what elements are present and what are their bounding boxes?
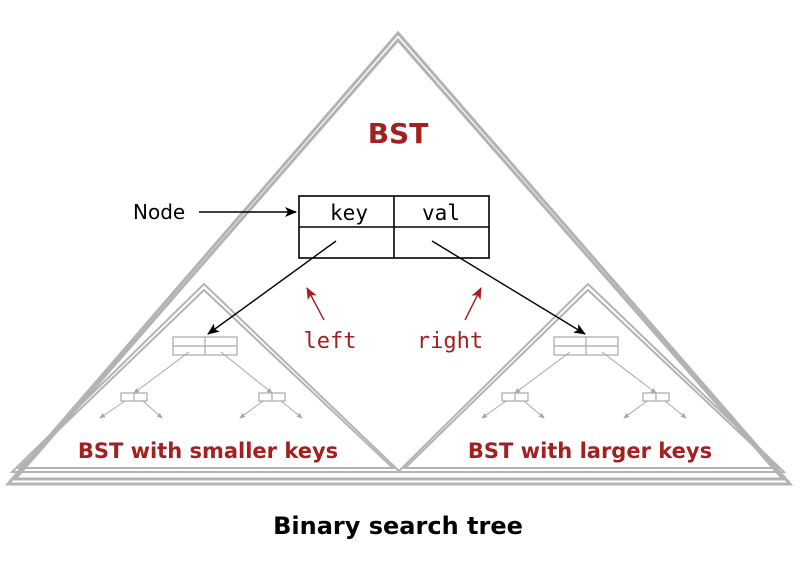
left-subtree-triangle: [9, 282, 403, 473]
left-subtree-label: BST with smaller keys: [78, 439, 338, 463]
left-mini-tree: [99, 336, 303, 419]
right-mini-tree: [481, 336, 687, 419]
node-label: Node: [133, 200, 185, 224]
right-subtree-triangle: [395, 282, 787, 473]
figure-caption: Binary search tree: [273, 512, 523, 540]
root-bst-label: BST: [368, 117, 429, 150]
node-val-field: val: [422, 201, 460, 225]
node-box: [298, 195, 490, 259]
node-key-field: key: [330, 201, 368, 225]
left-link-arrow: [207, 240, 337, 335]
left-label-arrow: [306, 287, 325, 321]
right-link-label: right: [417, 329, 483, 354]
right-link-arrow: [431, 240, 586, 335]
left-link-label: left: [304, 329, 357, 354]
bst-outer-triangle: [4, 30, 794, 486]
right-label-arrow: [464, 287, 482, 321]
right-subtree-label: BST with larger keys: [468, 439, 712, 463]
